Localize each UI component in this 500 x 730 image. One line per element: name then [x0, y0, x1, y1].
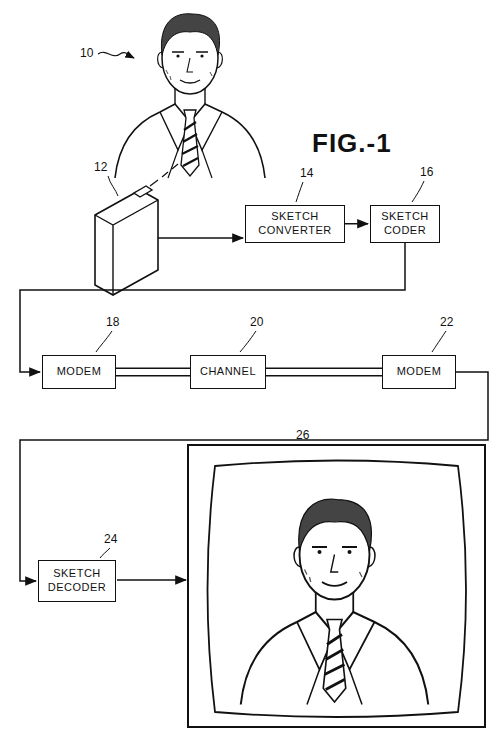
decoder-box: SKETCH DECODER [38, 560, 116, 602]
leader-line [240, 331, 256, 352]
signal-path [345, 223, 368, 225]
signal-line [20, 243, 405, 373]
leader-line [108, 176, 118, 196]
callout-number: 22 [440, 315, 453, 329]
channel-link [116, 372, 190, 373]
callout-number: 18 [106, 315, 119, 329]
callout-number: 26 [296, 428, 309, 442]
signal-path [20, 243, 405, 373]
modem-box: MODEM [382, 355, 456, 389]
leader-line [412, 181, 424, 202]
callout-number: 20 [250, 315, 263, 329]
channel-outer [266, 368, 382, 377]
monitor-symbol [188, 445, 485, 727]
converter-box: SKETCH CONVERTER [245, 205, 345, 243]
person-figure [115, 14, 265, 178]
signal-path [20, 372, 488, 581]
coder-box: SKETCH CODER [370, 205, 440, 243]
leader-line [100, 548, 110, 558]
signal-line [345, 223, 368, 224]
callout-number: 10 [80, 46, 93, 60]
channel-link [266, 372, 382, 373]
box-label: SKETCH CODER [377, 210, 433, 238]
display-signal-line [117, 579, 186, 581]
box-label: SKETCH CONVERTER [252, 210, 338, 238]
leader-line [296, 182, 303, 202]
channel-inner [116, 369, 190, 375]
camera-signal-line [158, 237, 243, 239]
leader-line [98, 52, 134, 58]
person-figure [241, 499, 429, 704]
signal-line [20, 372, 488, 581]
channel-outer [116, 368, 190, 377]
leader-line [432, 331, 446, 352]
box-label: MODEM [57, 365, 102, 379]
box-label: SKETCH DECODER [45, 567, 109, 595]
callout-number: 24 [104, 532, 117, 546]
box-label: CHANNEL [200, 365, 256, 379]
leader-line [96, 331, 112, 352]
modem-box: MODEM [42, 355, 116, 389]
callout-number: 12 [94, 160, 107, 174]
figure-title: FIG.-1 [312, 128, 392, 159]
box-label: MODEM [397, 365, 442, 379]
channel-inner [266, 369, 382, 375]
camera-symbol [95, 164, 178, 295]
callout-number: 16 [420, 165, 433, 179]
callout-number: 14 [300, 166, 313, 180]
channel-box: CHANNEL [190, 355, 266, 389]
